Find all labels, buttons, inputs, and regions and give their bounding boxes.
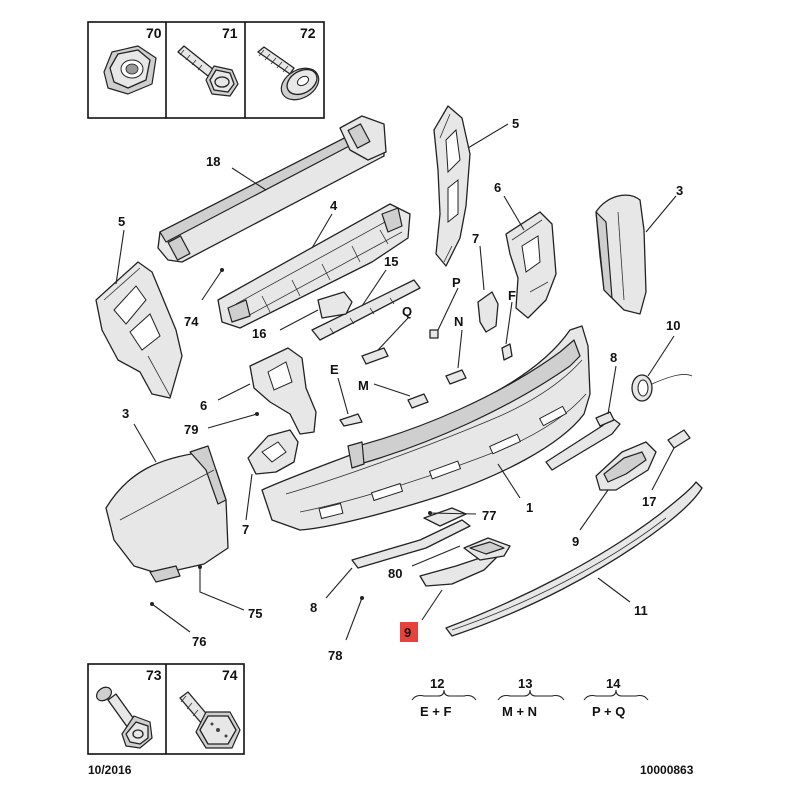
clip-n — [445, 369, 467, 385]
part-16-clip — [317, 291, 353, 319]
nut-icon — [103, 45, 157, 95]
label-71: 71 — [222, 25, 238, 41]
part-7-right-small-bracket — [477, 291, 499, 333]
callout-9-highlighted: 9 — [404, 625, 411, 640]
callout-77: 77 — [482, 508, 496, 523]
callout-16: 16 — [252, 326, 266, 341]
part-8-right-bracket — [545, 411, 621, 471]
kit-box-fasteners-top: 70 71 72 — [87, 21, 325, 119]
part-5-left-bracket — [95, 261, 183, 399]
part-9-lower-reflector — [419, 537, 511, 587]
callout-75: 75 — [248, 606, 262, 621]
clip-f — [501, 343, 513, 361]
clip-p — [429, 329, 439, 339]
part-3-right-corner-cover — [595, 194, 647, 315]
callout-80: 80 — [388, 566, 402, 581]
label-70: 70 — [146, 25, 162, 41]
callout-f: F — [508, 288, 516, 303]
callout-p: P — [452, 275, 461, 290]
legend-number-14: 14 — [606, 676, 621, 691]
bolt-icon — [95, 686, 153, 749]
bolt-icon — [177, 45, 239, 97]
callout-7-left: 7 — [242, 522, 249, 537]
callout-15: 15 — [384, 254, 398, 269]
part-11-trim-strip — [445, 481, 703, 637]
small-clips — [339, 329, 513, 427]
callout-8-right: 8 — [610, 350, 617, 365]
legend-formula-12: E + F — [420, 704, 451, 719]
part-15-strip — [311, 279, 421, 341]
label-72: 72 — [300, 25, 316, 41]
part-5-right-bracket — [433, 105, 471, 267]
callout-8-lower: 8 — [310, 600, 317, 615]
legend-formula-14: P + Q — [592, 704, 625, 719]
part-6-left-side-bracket — [249, 347, 317, 435]
part-10-sensor-ring — [631, 374, 693, 402]
label-73: 73 — [146, 667, 162, 683]
part-9-right-reflector — [595, 441, 657, 491]
callout-17: 17 — [642, 494, 656, 509]
callout-5-left: 5 — [118, 214, 125, 229]
clip-q — [361, 347, 389, 365]
callout-e: E — [330, 362, 339, 377]
callout-3-left: 3 — [122, 406, 129, 421]
callout-6-right: 6 — [494, 180, 501, 195]
legend-item-13: 13 M + N — [497, 676, 565, 719]
callout-n: N — [454, 314, 463, 329]
callout-1: 1 — [526, 500, 533, 515]
callout-9-right: 9 — [572, 534, 579, 549]
part-7-left-small-bracket — [247, 429, 299, 475]
legend-formula-13: M + N — [502, 704, 537, 719]
callout-3-right: 3 — [676, 183, 683, 198]
part-4-absorber — [217, 203, 411, 329]
callout-labels: 18 4 5 5 6 3 7 P F N Q E M 15 16 74 6 79… — [118, 116, 683, 663]
callout-76: 76 — [192, 634, 206, 649]
callout-74: 74 — [184, 314, 199, 329]
callout-7-right: 7 — [472, 231, 479, 246]
legend-item-12: 12 E + F — [411, 676, 477, 719]
clip-e — [339, 413, 363, 427]
callout-m: M — [358, 378, 369, 393]
clip-m — [407, 393, 429, 409]
part-8-lower-bracket — [351, 507, 471, 569]
callout-4: 4 — [330, 198, 338, 213]
part-3-left-corner-cover — [105, 445, 229, 583]
part-1-bumper — [261, 325, 591, 531]
kit-legend: 12 E + F 13 M + N 14 P + Q — [411, 676, 649, 719]
reference-number: 10000863 — [640, 763, 694, 777]
highlight-box — [400, 622, 418, 642]
screw-icon — [257, 46, 320, 101]
callout-79: 79 — [184, 422, 198, 437]
callout-5-right: 5 — [512, 116, 519, 131]
part-17-clip — [667, 429, 691, 449]
callout-11: 11 — [634, 603, 648, 618]
date-code: 10/2016 — [88, 763, 132, 777]
legend-item-14: 14 P + Q — [583, 676, 649, 719]
legend-number-12: 12 — [430, 676, 444, 691]
callout-6-left: 6 — [200, 398, 207, 413]
label-74: 74 — [222, 667, 238, 683]
flange-bolt-icon — [179, 691, 241, 749]
kit-box-fasteners-bottom: 73 74 — [87, 663, 245, 755]
callout-78: 78 — [328, 648, 342, 663]
callout-18: 18 — [206, 154, 220, 169]
callout-q: Q — [402, 304, 412, 319]
part-6-right-side-bracket — [505, 211, 557, 319]
legend-number-13: 13 — [518, 676, 532, 691]
leader-lines — [115, 123, 677, 641]
part-18-reinforcement-beam — [157, 115, 387, 263]
callout-10: 10 — [666, 318, 680, 333]
